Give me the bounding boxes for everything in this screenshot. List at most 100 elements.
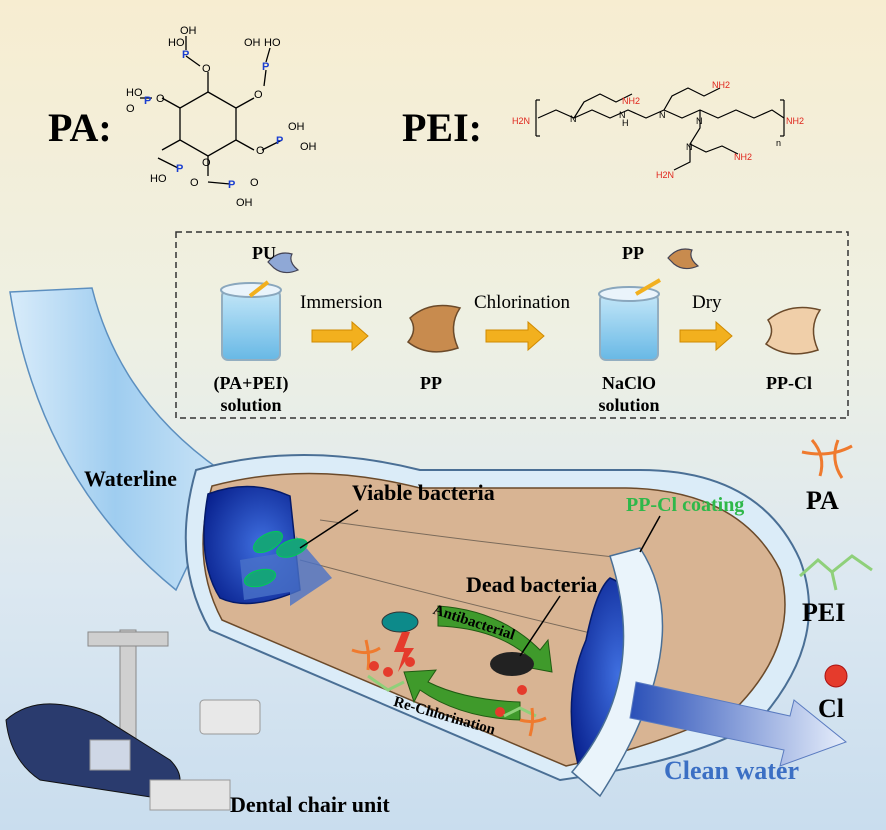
pipe-line xyxy=(299,559,621,641)
clean-water-label: Clean water xyxy=(664,756,800,785)
pei-atom-n: N xyxy=(570,114,577,124)
pa-atom-o: O xyxy=(156,93,165,105)
arrow-dry-icon xyxy=(679,320,733,352)
step-dry-label: Dry xyxy=(692,292,722,313)
ppcl-shape-icon xyxy=(764,306,822,355)
pa-marker-in-pipe-icon xyxy=(351,639,381,671)
legend-cl-icon xyxy=(824,664,848,688)
cl-dot-icon xyxy=(369,661,379,671)
pa-atom-p: P xyxy=(276,135,283,147)
pei-atom-h2n: H2N xyxy=(656,170,674,180)
viable-pointer-line xyxy=(299,509,359,549)
pei-atom-n: N xyxy=(659,110,666,120)
legend-pei-icon xyxy=(799,554,873,591)
cl-dot-icon xyxy=(495,707,505,717)
pa-atom-oh: OH xyxy=(180,25,197,37)
dead-bacterium-icon xyxy=(490,652,534,676)
pipe-rim xyxy=(570,547,664,798)
pp-shape-icon xyxy=(406,304,462,353)
step-pu-label: PU xyxy=(252,243,276,263)
waterline-label: Waterline xyxy=(84,466,177,491)
pei-atoms: H2N N NH2 H N N NH2 N NH2 n N H2N NH2 xyxy=(512,80,804,180)
pa-atoms: OH HO P O OH HO P O HO O P O OH P OH O H… xyxy=(126,25,317,209)
pa-atom-p: P xyxy=(144,95,151,107)
pa-atom-ho: HO xyxy=(126,87,143,99)
dead-pointer-line xyxy=(519,595,561,657)
arrow-immersion-icon xyxy=(311,320,369,352)
legend-pei-label: PEI xyxy=(802,598,846,627)
viable-bacteria-label: Viable bacteria xyxy=(352,480,495,505)
pei-marker-in-pipe-icon xyxy=(367,674,537,718)
pei-atom-nh2: NH2 xyxy=(712,80,730,90)
pa-atom-o: O xyxy=(202,63,211,75)
pa-atom-p: P xyxy=(228,179,235,191)
step-solution1-label: (PA+PEI) solution xyxy=(213,373,289,415)
legend-cl-label: Cl xyxy=(818,694,844,723)
cl-dot-icon xyxy=(405,657,415,667)
dental-chair-icon xyxy=(5,629,261,811)
pa-title: PA: xyxy=(48,105,112,150)
pp-drop-arrow-icon xyxy=(634,278,662,296)
pa-marker-in-pipe-icon xyxy=(519,707,547,737)
step-immersion-label: Immersion xyxy=(300,292,383,313)
pa-atom-p: P xyxy=(182,49,189,61)
step-chlorination-label: Chlorination xyxy=(474,292,571,313)
arrow-chlorination-icon xyxy=(485,320,545,352)
pei-atom-nh2: NH2 xyxy=(734,152,752,162)
legend-pa-label: PA xyxy=(806,486,839,515)
pa-atom-ho: HO xyxy=(264,37,281,49)
pei-title: PEI: xyxy=(402,105,482,150)
pa-atom-oh: OH xyxy=(288,121,305,133)
pa-atom-o: O xyxy=(202,157,211,169)
step-pp-label: PP xyxy=(420,373,442,393)
target-bacterium-icon xyxy=(381,611,419,633)
pa-atom-oh: OH xyxy=(236,197,253,209)
rechlorination-arrow-icon xyxy=(403,669,521,721)
coating-label: PP-Cl coating xyxy=(626,494,745,516)
pa-atom-oh: OH xyxy=(300,141,317,153)
pa-atom-p: P xyxy=(262,61,269,73)
pp-small-icon xyxy=(667,248,700,270)
pa-atom-o: O xyxy=(254,89,263,101)
clean-water-arrow-icon xyxy=(629,681,848,767)
flow-arrow-icon xyxy=(240,536,332,606)
cl-dot-icon xyxy=(517,685,527,695)
step-pp-top-label: PP xyxy=(622,243,644,263)
pipe-line xyxy=(319,519,641,561)
pei-subscript-n: n xyxy=(776,138,781,148)
pei-atom-nh2: NH2 xyxy=(786,116,804,126)
dead-bacteria-label: Dead bacteria xyxy=(466,572,598,597)
pa-atom-o: O xyxy=(190,177,199,189)
pa-atom-oh: OH xyxy=(244,37,261,49)
pa-atom-o: O xyxy=(250,177,259,189)
pei-atom-n: N xyxy=(619,110,626,120)
pa-atom-o: O xyxy=(256,145,265,157)
pu-drop-arrow-icon xyxy=(248,280,270,298)
pa-structure xyxy=(140,36,283,185)
process-box xyxy=(175,231,849,419)
pa-atom-ho: HO xyxy=(168,37,185,49)
pei-atom-n: N xyxy=(696,116,703,126)
beaker-1 xyxy=(220,282,282,361)
pei-atom-n: N xyxy=(686,142,693,152)
viable-bacteria-icon xyxy=(243,530,308,588)
pu-shape-icon xyxy=(267,252,300,274)
pei-atom-h: H xyxy=(622,118,629,128)
lightning-icon xyxy=(394,632,414,672)
dental-chair-label: Dental chair unit xyxy=(230,792,390,817)
beaker-2 xyxy=(598,286,660,361)
legend-pa-icon xyxy=(801,439,853,479)
pa-ring xyxy=(179,91,237,157)
pa-atom-o: O xyxy=(126,103,135,115)
cl-dot-icon xyxy=(383,667,393,677)
pei-structure xyxy=(535,87,785,171)
coating-pointer-line xyxy=(639,515,661,553)
pei-atom-nh2: NH2 xyxy=(622,96,640,106)
pa-atom-p: P xyxy=(176,163,183,175)
pei-atom-h2n: H2N xyxy=(512,116,530,126)
pa-atom-ho: HO xyxy=(150,173,167,185)
step-solution2-label: NaClO solution xyxy=(598,373,660,415)
antibacterial-arrow-icon xyxy=(437,605,553,673)
